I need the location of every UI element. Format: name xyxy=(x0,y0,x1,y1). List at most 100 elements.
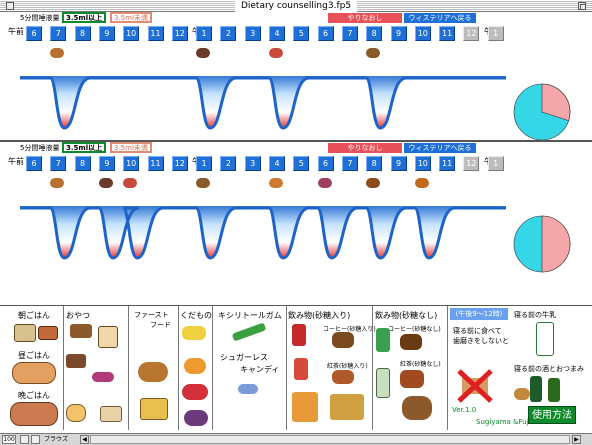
dinner-plate-icon[interactable] xyxy=(10,402,58,426)
hour-button[interactable]: 4 xyxy=(269,26,285,41)
scroll-right-icon[interactable]: ▶ xyxy=(572,435,581,444)
hour-button[interactable]: 8 xyxy=(366,156,383,171)
hour-button[interactable]: 6 xyxy=(26,156,42,171)
hour-button[interactable]: 1 xyxy=(487,156,504,171)
snack-plate-icon[interactable] xyxy=(514,388,530,400)
rice-bowl-icon[interactable] xyxy=(14,324,36,342)
hour-button[interactable]: 7 xyxy=(50,156,67,171)
meal-marker-icon[interactable] xyxy=(50,48,65,58)
hour-button[interactable]: 11 xyxy=(439,26,456,41)
hour-button[interactable]: 9 xyxy=(98,26,115,41)
tea-nosugar-icon[interactable] xyxy=(400,370,424,388)
grapes-icon[interactable] xyxy=(184,410,208,426)
lunch-plate-icon[interactable] xyxy=(12,362,56,384)
hour-button[interactable]: 8 xyxy=(366,26,383,41)
snack-icon-3[interactable] xyxy=(66,354,86,368)
coffee-nosugar-icon[interactable] xyxy=(400,334,422,350)
hour-button[interactable]: 1 xyxy=(487,26,504,41)
meal-marker-icon[interactable] xyxy=(98,178,113,188)
juice-can-icon[interactable] xyxy=(294,358,308,380)
orange-icon[interactable] xyxy=(184,358,206,374)
saliva-low-button[interactable]: 3.5ml未満 xyxy=(110,12,152,23)
fries-icon[interactable] xyxy=(140,398,168,420)
hour-button[interactable]: 8 xyxy=(74,156,91,171)
candy-icon[interactable] xyxy=(92,372,114,382)
snack-icon-1[interactable] xyxy=(70,324,92,338)
scroll-left-icon[interactable]: ◀ xyxy=(80,435,89,444)
hour-button[interactable]: 10 xyxy=(414,26,431,41)
hour-button[interactable]: 11 xyxy=(147,156,164,171)
redo-button[interactable]: やりなおし xyxy=(328,143,402,153)
zoom-box[interactable] xyxy=(578,2,586,10)
saliva-high-button[interactable]: 3.5ml以上 xyxy=(62,142,107,153)
hour-button[interactable]: 1 xyxy=(196,156,213,171)
zoom-level[interactable]: 100 xyxy=(2,435,16,444)
banana-icon[interactable] xyxy=(182,326,206,340)
usage-button[interactable]: 使用方法 xyxy=(528,406,576,424)
redo-button[interactable]: やりなおし xyxy=(328,13,402,23)
sugarless-candy-icon[interactable] xyxy=(238,384,258,394)
teapot-icon[interactable] xyxy=(402,396,432,420)
hour-button[interactable]: 10 xyxy=(414,156,431,171)
hour-button[interactable]: 10 xyxy=(123,156,140,171)
meal-marker-icon[interactable] xyxy=(123,178,138,188)
meal-marker-icon[interactable] xyxy=(366,48,381,58)
meal-marker-icon[interactable] xyxy=(317,178,332,188)
zoom-in-icon[interactable] xyxy=(31,435,40,444)
hour-button[interactable]: 11 xyxy=(147,26,164,41)
cola-can-icon[interactable] xyxy=(292,324,306,346)
late-night-time-button[interactable]: (午後9〜12時) xyxy=(450,308,508,320)
water-bottle-icon[interactable] xyxy=(376,368,390,398)
hour-button[interactable]: 7 xyxy=(50,26,67,41)
xylitol-gum-icon[interactable] xyxy=(231,322,267,342)
milk-carton-icon[interactable] xyxy=(536,322,554,356)
zoom-out-icon[interactable] xyxy=(20,435,29,444)
hour-button[interactable]: 12 xyxy=(463,156,480,171)
hour-button[interactable]: 12 xyxy=(171,156,188,171)
hour-button[interactable]: 9 xyxy=(390,156,407,171)
saliva-low-button[interactable]: 3.5ml未満 xyxy=(110,142,152,153)
close-box[interactable] xyxy=(6,2,14,10)
hour-button[interactable]: 5 xyxy=(293,156,310,171)
strawberry-icon[interactable] xyxy=(182,384,208,400)
meal-marker-icon[interactable] xyxy=(50,178,65,188)
alcohol-bottle-icon-2[interactable] xyxy=(548,378,560,402)
no-brushing-icon[interactable] xyxy=(456,368,494,404)
nosugar-can-icon[interactable] xyxy=(376,328,390,352)
back-to-wisteria-button[interactable]: ウィステリアへ戻る xyxy=(404,143,476,153)
hour-button[interactable]: 7 xyxy=(341,156,358,171)
hour-button[interactable]: 2 xyxy=(220,26,237,41)
hour-button[interactable]: 9 xyxy=(98,156,115,171)
meal-marker-icon[interactable] xyxy=(196,48,211,58)
hour-button[interactable]: 12 xyxy=(171,26,188,41)
soda-cans-icon[interactable] xyxy=(292,392,318,422)
hour-button[interactable]: 9 xyxy=(390,26,407,41)
hour-button[interactable]: 6 xyxy=(317,156,334,171)
hour-button[interactable]: 2 xyxy=(220,156,237,171)
meal-marker-icon[interactable] xyxy=(269,178,283,188)
hour-button[interactable]: 8 xyxy=(74,26,91,41)
hour-button[interactable]: 3 xyxy=(244,156,261,171)
hour-button[interactable]: 4 xyxy=(269,156,285,171)
sugar-drinks-icon[interactable] xyxy=(330,394,364,420)
snack-icon-2[interactable] xyxy=(98,326,118,348)
hour-button[interactable]: 12 xyxy=(463,26,480,41)
hour-button[interactable]: 7 xyxy=(341,26,358,41)
meal-marker-icon[interactable] xyxy=(414,178,429,188)
hour-button[interactable]: 1 xyxy=(196,26,213,41)
burger-icon[interactable] xyxy=(138,362,168,382)
hour-button[interactable]: 3 xyxy=(244,26,261,41)
alcohol-bottle-icon[interactable] xyxy=(530,376,542,402)
back-to-wisteria-button[interactable]: ウィステリアへ戻る xyxy=(404,13,476,23)
hour-button[interactable]: 5 xyxy=(293,26,310,41)
miso-soup-icon[interactable] xyxy=(38,326,58,340)
cake-icon[interactable] xyxy=(100,406,122,422)
coffee-sugar-icon[interactable] xyxy=(332,332,354,348)
hour-button[interactable]: 6 xyxy=(317,26,334,41)
tea-sugar-icon[interactable] xyxy=(332,370,354,384)
hour-button[interactable]: 11 xyxy=(439,156,456,171)
meal-marker-icon[interactable] xyxy=(196,178,211,188)
meal-marker-icon[interactable] xyxy=(269,48,283,58)
horizontal-scrollbar[interactable] xyxy=(90,435,570,444)
saliva-high-button[interactable]: 3.5ml以上 xyxy=(62,12,107,23)
